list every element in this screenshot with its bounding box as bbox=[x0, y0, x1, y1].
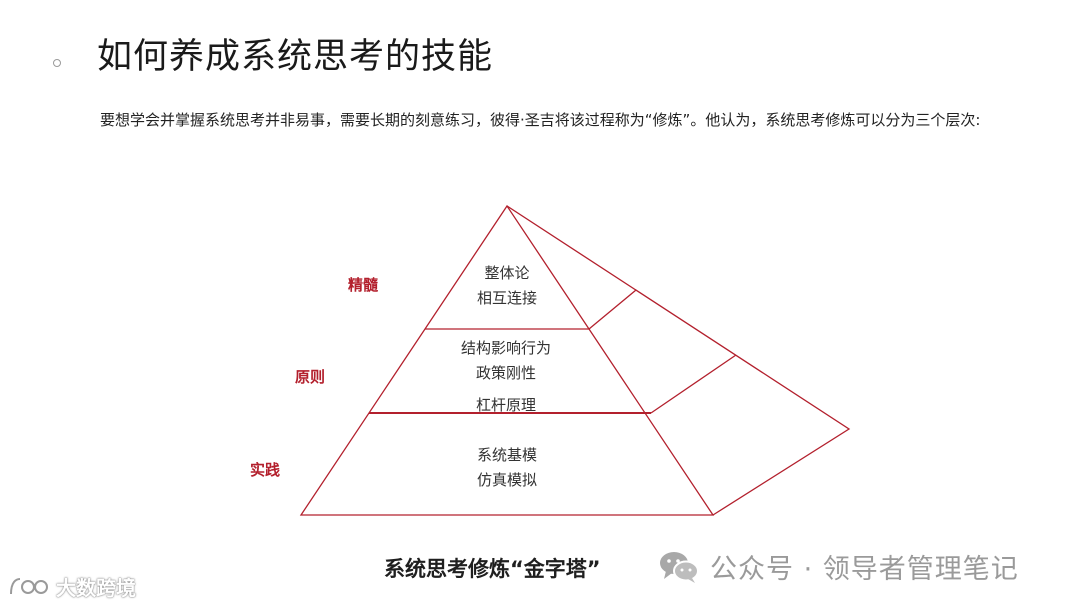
tier-bottom-text: 系统基模 仿真模拟 bbox=[457, 443, 557, 493]
tier-top-text: 整体论 相互连接 bbox=[457, 261, 557, 311]
tier-top-line: 整体论 bbox=[484, 264, 530, 282]
brand-logo-icon bbox=[10, 577, 48, 594]
tier-middle-text: 结构影响行为 政策刚性 bbox=[441, 336, 571, 386]
tier-middle-line: 杠杆原理 bbox=[475, 396, 536, 414]
intro-paragraph: 要想学会并掌握系统思考并非易事，需要长期的刻意练习，彼得·圣吉将该过程称为“修炼… bbox=[100, 111, 981, 129]
corner-watermark-text: 大数跨境 bbox=[56, 576, 136, 600]
title-bullet-icon bbox=[53, 59, 61, 67]
tier-bottom-line: 仿真模拟 bbox=[476, 471, 537, 489]
wechat-watermark-text: 公众号 · 领导者管理笔记 bbox=[710, 554, 1019, 585]
tier-bottom-line: 系统基模 bbox=[476, 446, 537, 464]
page-title: 如何养成系统思考的技能 bbox=[97, 37, 494, 77]
wechat-watermark: 公众号 · 领导者管理笔记 bbox=[658, 547, 1019, 586]
pyramid-front-face bbox=[299, 204, 715, 516]
tier-middle-text-last: 杠杆原理 bbox=[441, 393, 571, 418]
layer-label-bottom: 实践 bbox=[250, 461, 281, 479]
tier-top-line: 相互连接 bbox=[476, 289, 537, 307]
tier-middle-line: 政策刚性 bbox=[475, 364, 536, 382]
divider-top-side bbox=[588, 289, 637, 330]
diagram-caption: 系统思考修炼“金字塔” bbox=[384, 557, 601, 581]
tier-middle-line: 结构影响行为 bbox=[460, 339, 551, 357]
divider-bottom-side bbox=[650, 354, 737, 414]
layer-label-middle: 原则 bbox=[295, 368, 326, 386]
pyramid-side-face bbox=[506, 205, 851, 516]
wechat-icon bbox=[660, 551, 699, 583]
layer-label-top: 精髓 bbox=[348, 276, 379, 294]
corner-watermark: 大数跨境 bbox=[8, 572, 136, 601]
